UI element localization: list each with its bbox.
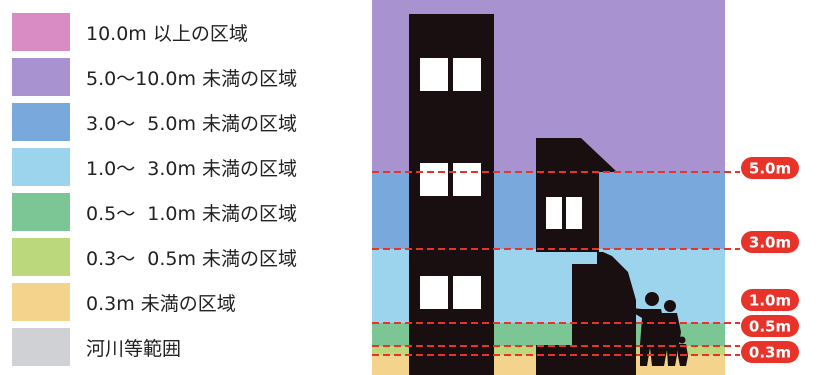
legend-label: 1.0～ 3.0m 未満の区域 <box>86 157 298 180</box>
tall-building <box>409 14 494 375</box>
depth-badge-bg <box>741 289 799 311</box>
depth-marker-layer: 5.0m 3.0m 1.0m 0.5m 0.3m <box>372 157 799 363</box>
window <box>420 163 448 196</box>
legend-swatch <box>12 13 70 51</box>
window <box>420 276 448 309</box>
legend-item: 河川等範囲 <box>12 327 181 367</box>
window <box>566 197 582 229</box>
depth-badge-bg <box>741 231 799 253</box>
house <box>536 138 636 375</box>
legend-label: 0.3m 未満の区域 <box>86 292 236 315</box>
window <box>420 58 448 91</box>
depth-badge-label: 0.3m <box>749 344 791 362</box>
legend-label: 3.0～ 5.0m 未満の区域 <box>86 112 298 135</box>
legend-label: 0.5～ 1.0m 未満の区域 <box>86 202 298 225</box>
depth-badge-label: 0.5m <box>749 318 791 336</box>
legend-item: 0.5～ 1.0m 未満の区域 <box>12 192 297 232</box>
legend-item: 3.0～ 5.0m 未満の区域 <box>12 102 297 142</box>
depth-badge-bg <box>741 341 799 363</box>
depth-badge-label: 5.0m <box>749 160 791 178</box>
legend-label: 5.0～10.0m 未満の区域 <box>86 67 298 90</box>
legend-swatch <box>12 238 70 276</box>
window <box>546 197 562 229</box>
depth-badge: 0.5m <box>741 315 799 337</box>
depth-badge-label: 3.0m <box>749 234 791 252</box>
depth-badge-label: 1.0m <box>749 292 791 310</box>
legend-swatch <box>12 283 70 321</box>
legend-swatch <box>12 328 70 366</box>
legend-swatch <box>12 58 70 96</box>
adult-head <box>645 292 659 306</box>
legend-swatch <box>12 148 70 186</box>
legend-label: 10.0m 以上の区域 <box>86 22 248 45</box>
legend-swatch <box>12 103 70 141</box>
depth-badge-bg <box>741 157 799 179</box>
window <box>453 58 481 91</box>
window <box>453 276 481 309</box>
legend-label: 0.3～ 0.5m 未満の区域 <box>86 247 298 270</box>
legend-item: 0.3m 未満の区域 <box>12 282 236 322</box>
legend-label: 河川等範囲 <box>86 337 182 360</box>
depth-badge-bg <box>741 315 799 337</box>
house-base <box>536 345 614 375</box>
legend: 10.0m 以上の区域 5.0～10.0m 未満の区域 3.0～ 5.0m 未満… <box>0 0 370 375</box>
adult2-head <box>664 300 676 312</box>
legend-swatch <box>12 193 70 231</box>
window <box>453 163 481 196</box>
adult2-body <box>659 313 681 366</box>
legend-item: 1.0～ 3.0m 未満の区域 <box>12 147 297 187</box>
legend-item: 5.0～10.0m 未満の区域 <box>12 57 297 97</box>
depth-badge: 3.0m <box>741 231 799 253</box>
adult-body <box>630 308 665 366</box>
legend-item: 10.0m 以上の区域 <box>12 12 248 52</box>
depth-badge: 1.0m <box>741 289 799 311</box>
legend-item: 0.3～ 0.5m 未満の区域 <box>12 237 297 277</box>
depth-badge: 0.3m <box>741 341 799 363</box>
people-silhouette <box>630 292 688 366</box>
depth-badge: 5.0m <box>741 157 799 179</box>
child-head <box>678 336 686 344</box>
